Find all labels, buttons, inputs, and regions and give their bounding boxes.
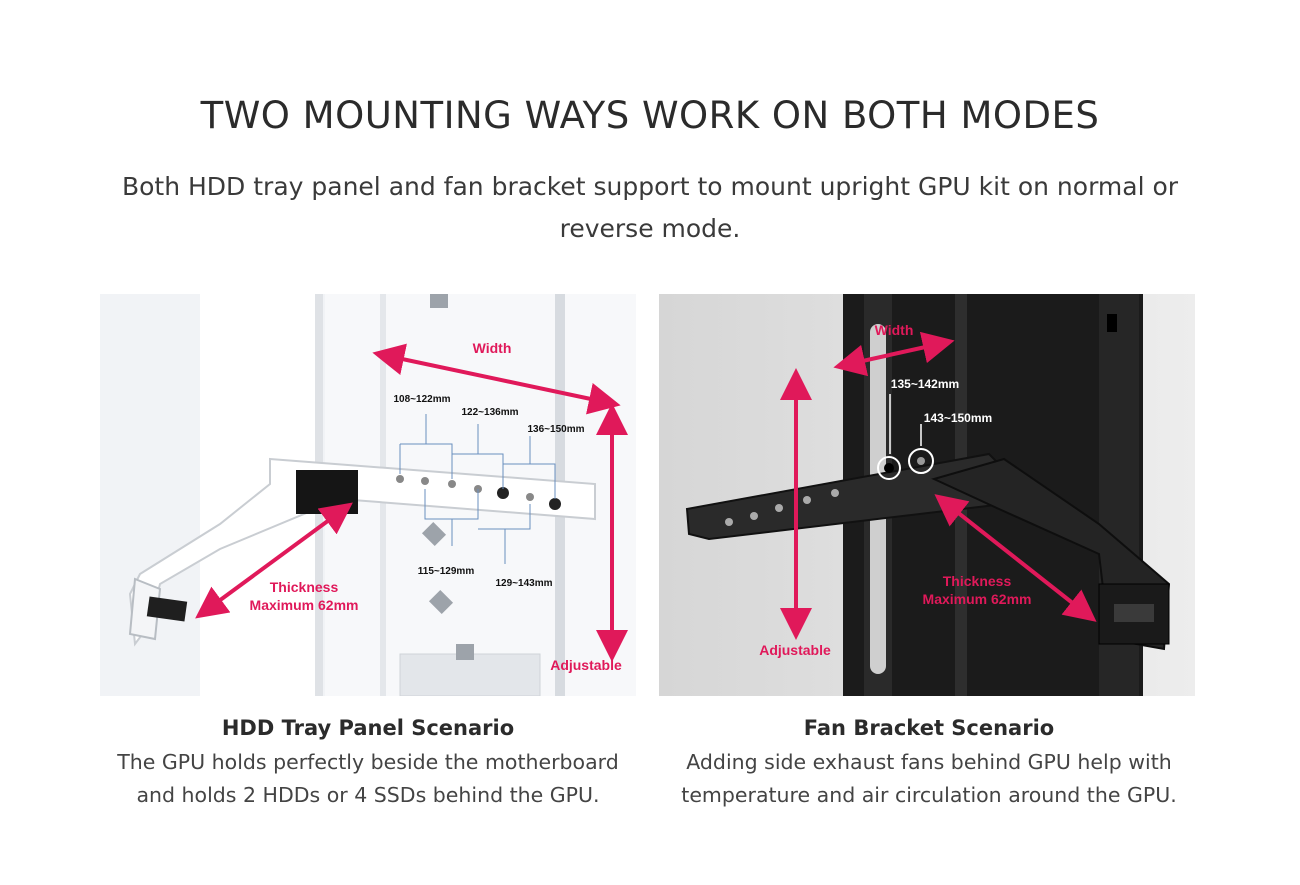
left-measure-1: 108~122mm (394, 394, 451, 405)
fan-bracket-caption-title: Fan Bracket Scenario (803, 716, 1055, 740)
left-measure-5: 129~143mm (496, 578, 553, 589)
right-thickness-label: Thickness (943, 573, 1012, 589)
left-measure-2: 122~136mm (462, 407, 519, 418)
page-title: TWO MOUNTING WAYS WORK ON BOTH MODES (200, 94, 1100, 137)
page-subtitle: Both HDD tray panel and fan bracket supp… (121, 172, 1179, 243)
right-measure-1: 135~142mm (891, 377, 959, 391)
left-measure-4: 115~129mm (418, 566, 475, 577)
right-width-label: Width (875, 322, 914, 338)
hdd-tray-caption: HDD Tray Panel Scenario The GPU holds pe… (100, 714, 636, 811)
fan-bracket-caption: Fan Bracket Scenario Adding side exhaust… (659, 714, 1199, 811)
fan-bracket-photo: Width 135~142mm 143~150mm Thickness Maxi… (659, 294, 1195, 696)
right-adjustable-label: Adjustable (759, 642, 831, 658)
hdd-tray-panel-photo: Width 108~122mm 122~136mm 136~150mm 115~… (100, 294, 636, 696)
hdd-tray-caption-text: The GPU holds perfectly beside the mothe… (117, 750, 619, 807)
fan-bracket-caption-text: Adding side exhaust fans behind GPU help… (681, 750, 1177, 807)
left-measure-3: 136~150mm (528, 424, 585, 435)
right-max-label: Maximum 62mm (923, 591, 1032, 607)
left-width-label: Width (473, 340, 512, 356)
left-thickness-label: Thickness (270, 579, 339, 595)
left-adjustable-label: Adjustable (550, 657, 622, 673)
right-measure-2: 143~150mm (924, 411, 992, 425)
hdd-tray-caption-title: HDD Tray Panel Scenario (221, 716, 515, 740)
left-max-label: Maximum 62mm (250, 597, 359, 613)
